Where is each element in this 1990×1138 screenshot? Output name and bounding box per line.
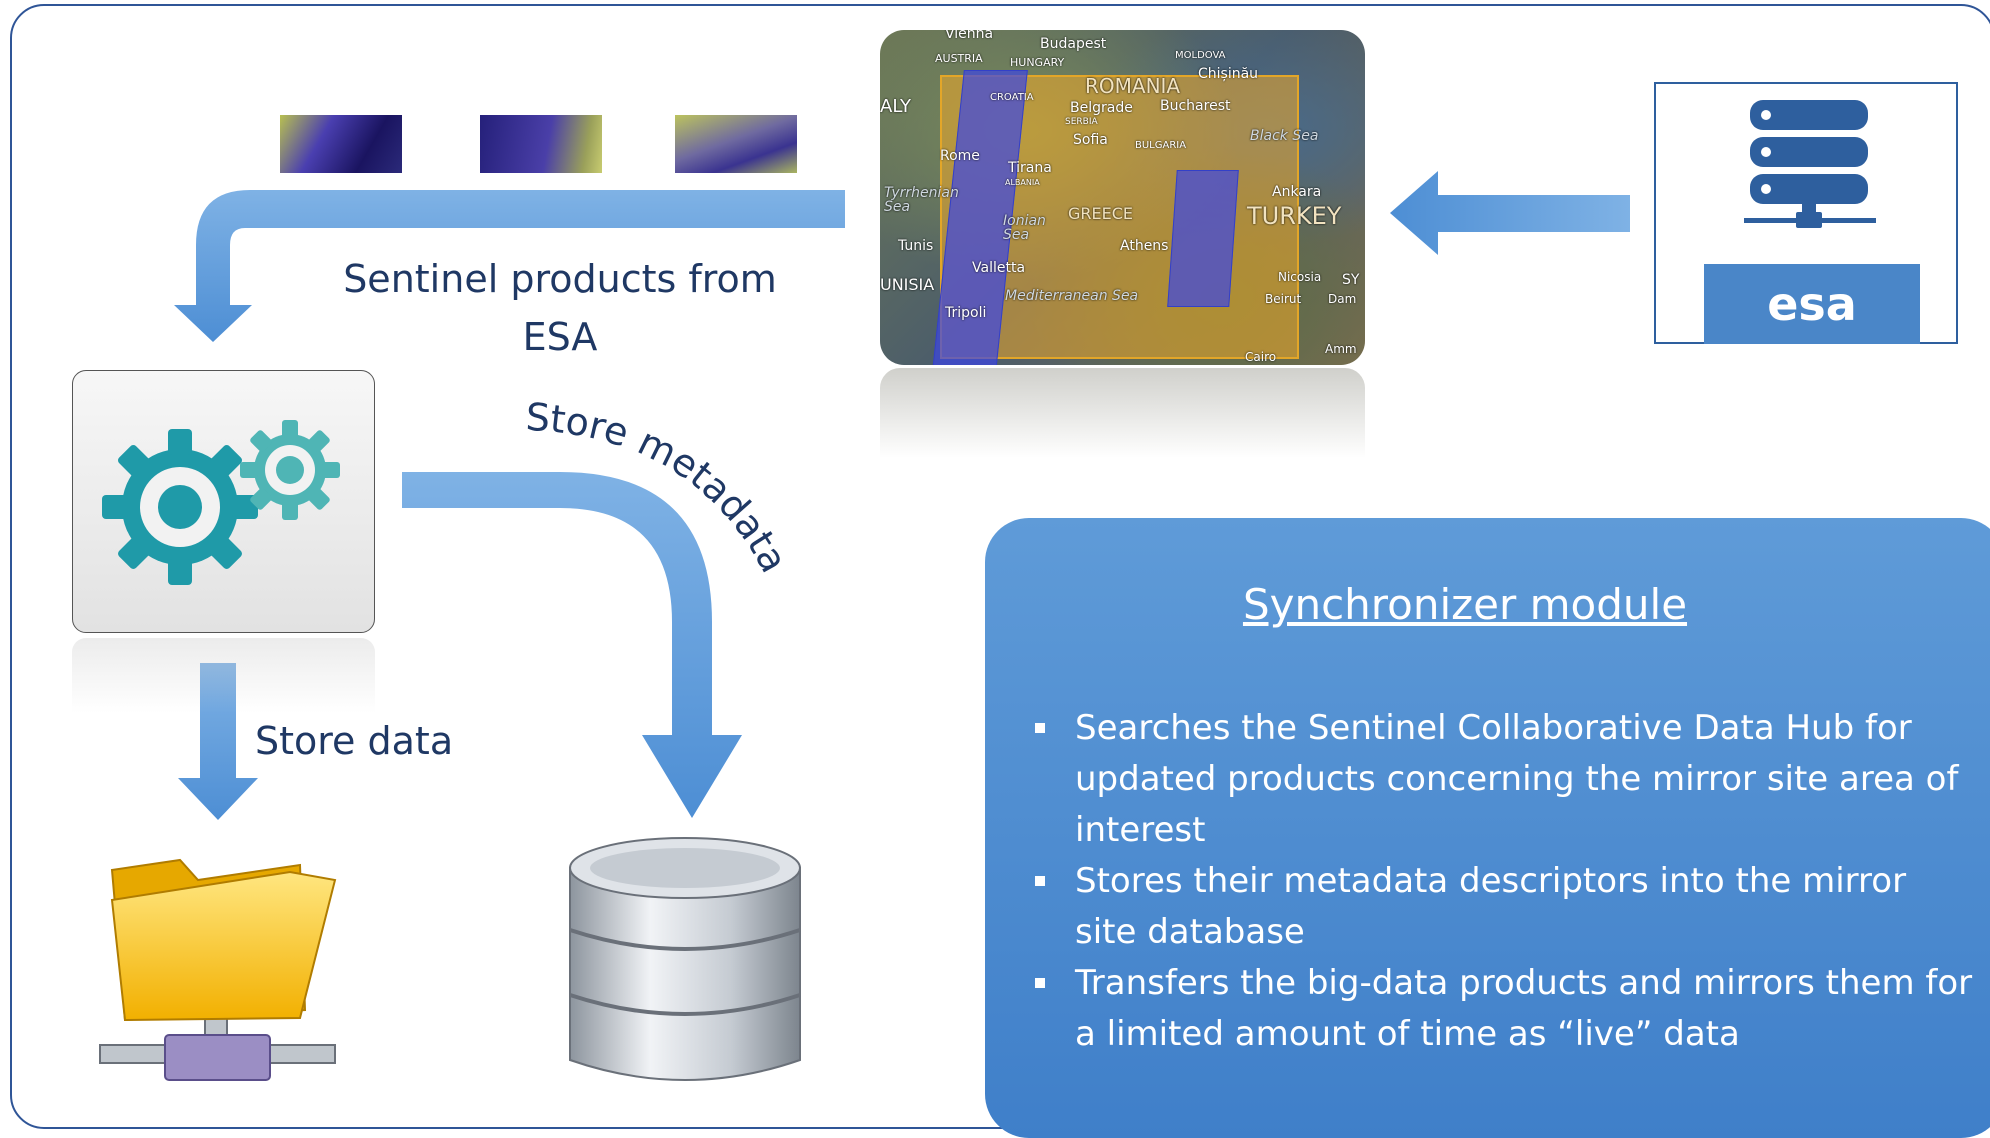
- map-label: Tripoli: [945, 305, 987, 321]
- map-label: ALY: [880, 96, 911, 117]
- sentinel-product-thumbnail: [675, 115, 797, 173]
- small-gear-icon: [240, 420, 340, 520]
- map-label: Black Sea: [1250, 128, 1319, 144]
- store-data-label: Store data: [255, 719, 454, 763]
- map-label: Sofia: [1073, 132, 1108, 148]
- esa-logo-text: esa: [1767, 277, 1857, 331]
- map-label: Tunis: [898, 238, 934, 254]
- bullet-item: Transfers the big-data products and mirr…: [1025, 958, 1975, 1060]
- map-label: CROATIA: [990, 92, 1034, 103]
- map-label: Vienna: [945, 30, 994, 42]
- map-label: Athens: [1120, 238, 1169, 254]
- arrow-store-metadata: [402, 472, 742, 818]
- map-label: MOLDOVA: [1175, 50, 1226, 61]
- sentinel-product-thumbnail: [480, 115, 602, 173]
- map-label: SY: [1342, 272, 1360, 288]
- map-label: Ankara: [1272, 184, 1322, 200]
- processing-module-reflection: [72, 638, 375, 713]
- map-label: GREECE: [1068, 204, 1134, 223]
- arrow-products: [174, 190, 845, 342]
- database-icon: [569, 837, 801, 1081]
- network-folder-icon: [99, 858, 337, 1081]
- map-label: TURKEY: [1247, 202, 1342, 230]
- bullet-item: Stores their metadata descriptors into t…: [1025, 856, 1975, 958]
- map-label: ROMANIA: [1085, 74, 1181, 98]
- map-label: Cairo: [1245, 350, 1277, 364]
- map-label: Valletta: [972, 260, 1026, 276]
- map-label: Chișinău: [1198, 66, 1259, 82]
- synchronizer-info-box: Synchronizer module Searches the Sentine…: [985, 518, 1990, 1138]
- map-label: UNISIA: [880, 275, 935, 294]
- coverage-map: Vienna Budapest AUSTRIA HUNGARY MOLDOVA …: [880, 30, 1365, 365]
- info-box-bullets: Searches the Sentinel Collaborative Data…: [1025, 703, 1975, 1060]
- map-label: HUNGARY: [1010, 56, 1065, 69]
- satellite-swath: [1167, 170, 1239, 307]
- map-reflection: [880, 368, 1365, 458]
- map-label: Nicosia: [1278, 270, 1322, 284]
- arrow-esa-to-map: [1390, 171, 1630, 255]
- map-label: Belgrade: [1070, 100, 1133, 116]
- esa-logo: esa: [1704, 264, 1920, 344]
- map-label: Budapest: [1040, 36, 1107, 52]
- gears-icon: [102, 429, 258, 585]
- map-label: Mediterranean Sea: [1005, 288, 1139, 304]
- products-caption: Sentinel products from ESA: [343, 257, 777, 359]
- map-label: Tyrrhenian Sea: [884, 185, 959, 215]
- map-label: BULGARIA: [1135, 140, 1187, 151]
- map-label: Rome: [940, 148, 980, 164]
- map-label: Bucharest: [1160, 98, 1231, 114]
- info-box-title: Synchronizer module: [1242, 580, 1688, 629]
- map-label: SERBIA: [1065, 117, 1098, 127]
- map-label: Dam: [1328, 292, 1357, 306]
- sentinel-product-thumbnail: [280, 115, 402, 173]
- bullet-item: Searches the Sentinel Collaborative Data…: [1025, 703, 1975, 856]
- map-label: AUSTRIA: [935, 52, 983, 65]
- map-label: Ionian Sea: [1003, 213, 1046, 243]
- map-label: Beirut: [1265, 292, 1302, 306]
- map-label: Amm: [1325, 342, 1357, 356]
- map-label: Tirana: [1008, 160, 1052, 176]
- map-label: ALBANIA: [1005, 178, 1040, 187]
- arrow-store-data: [178, 663, 258, 820]
